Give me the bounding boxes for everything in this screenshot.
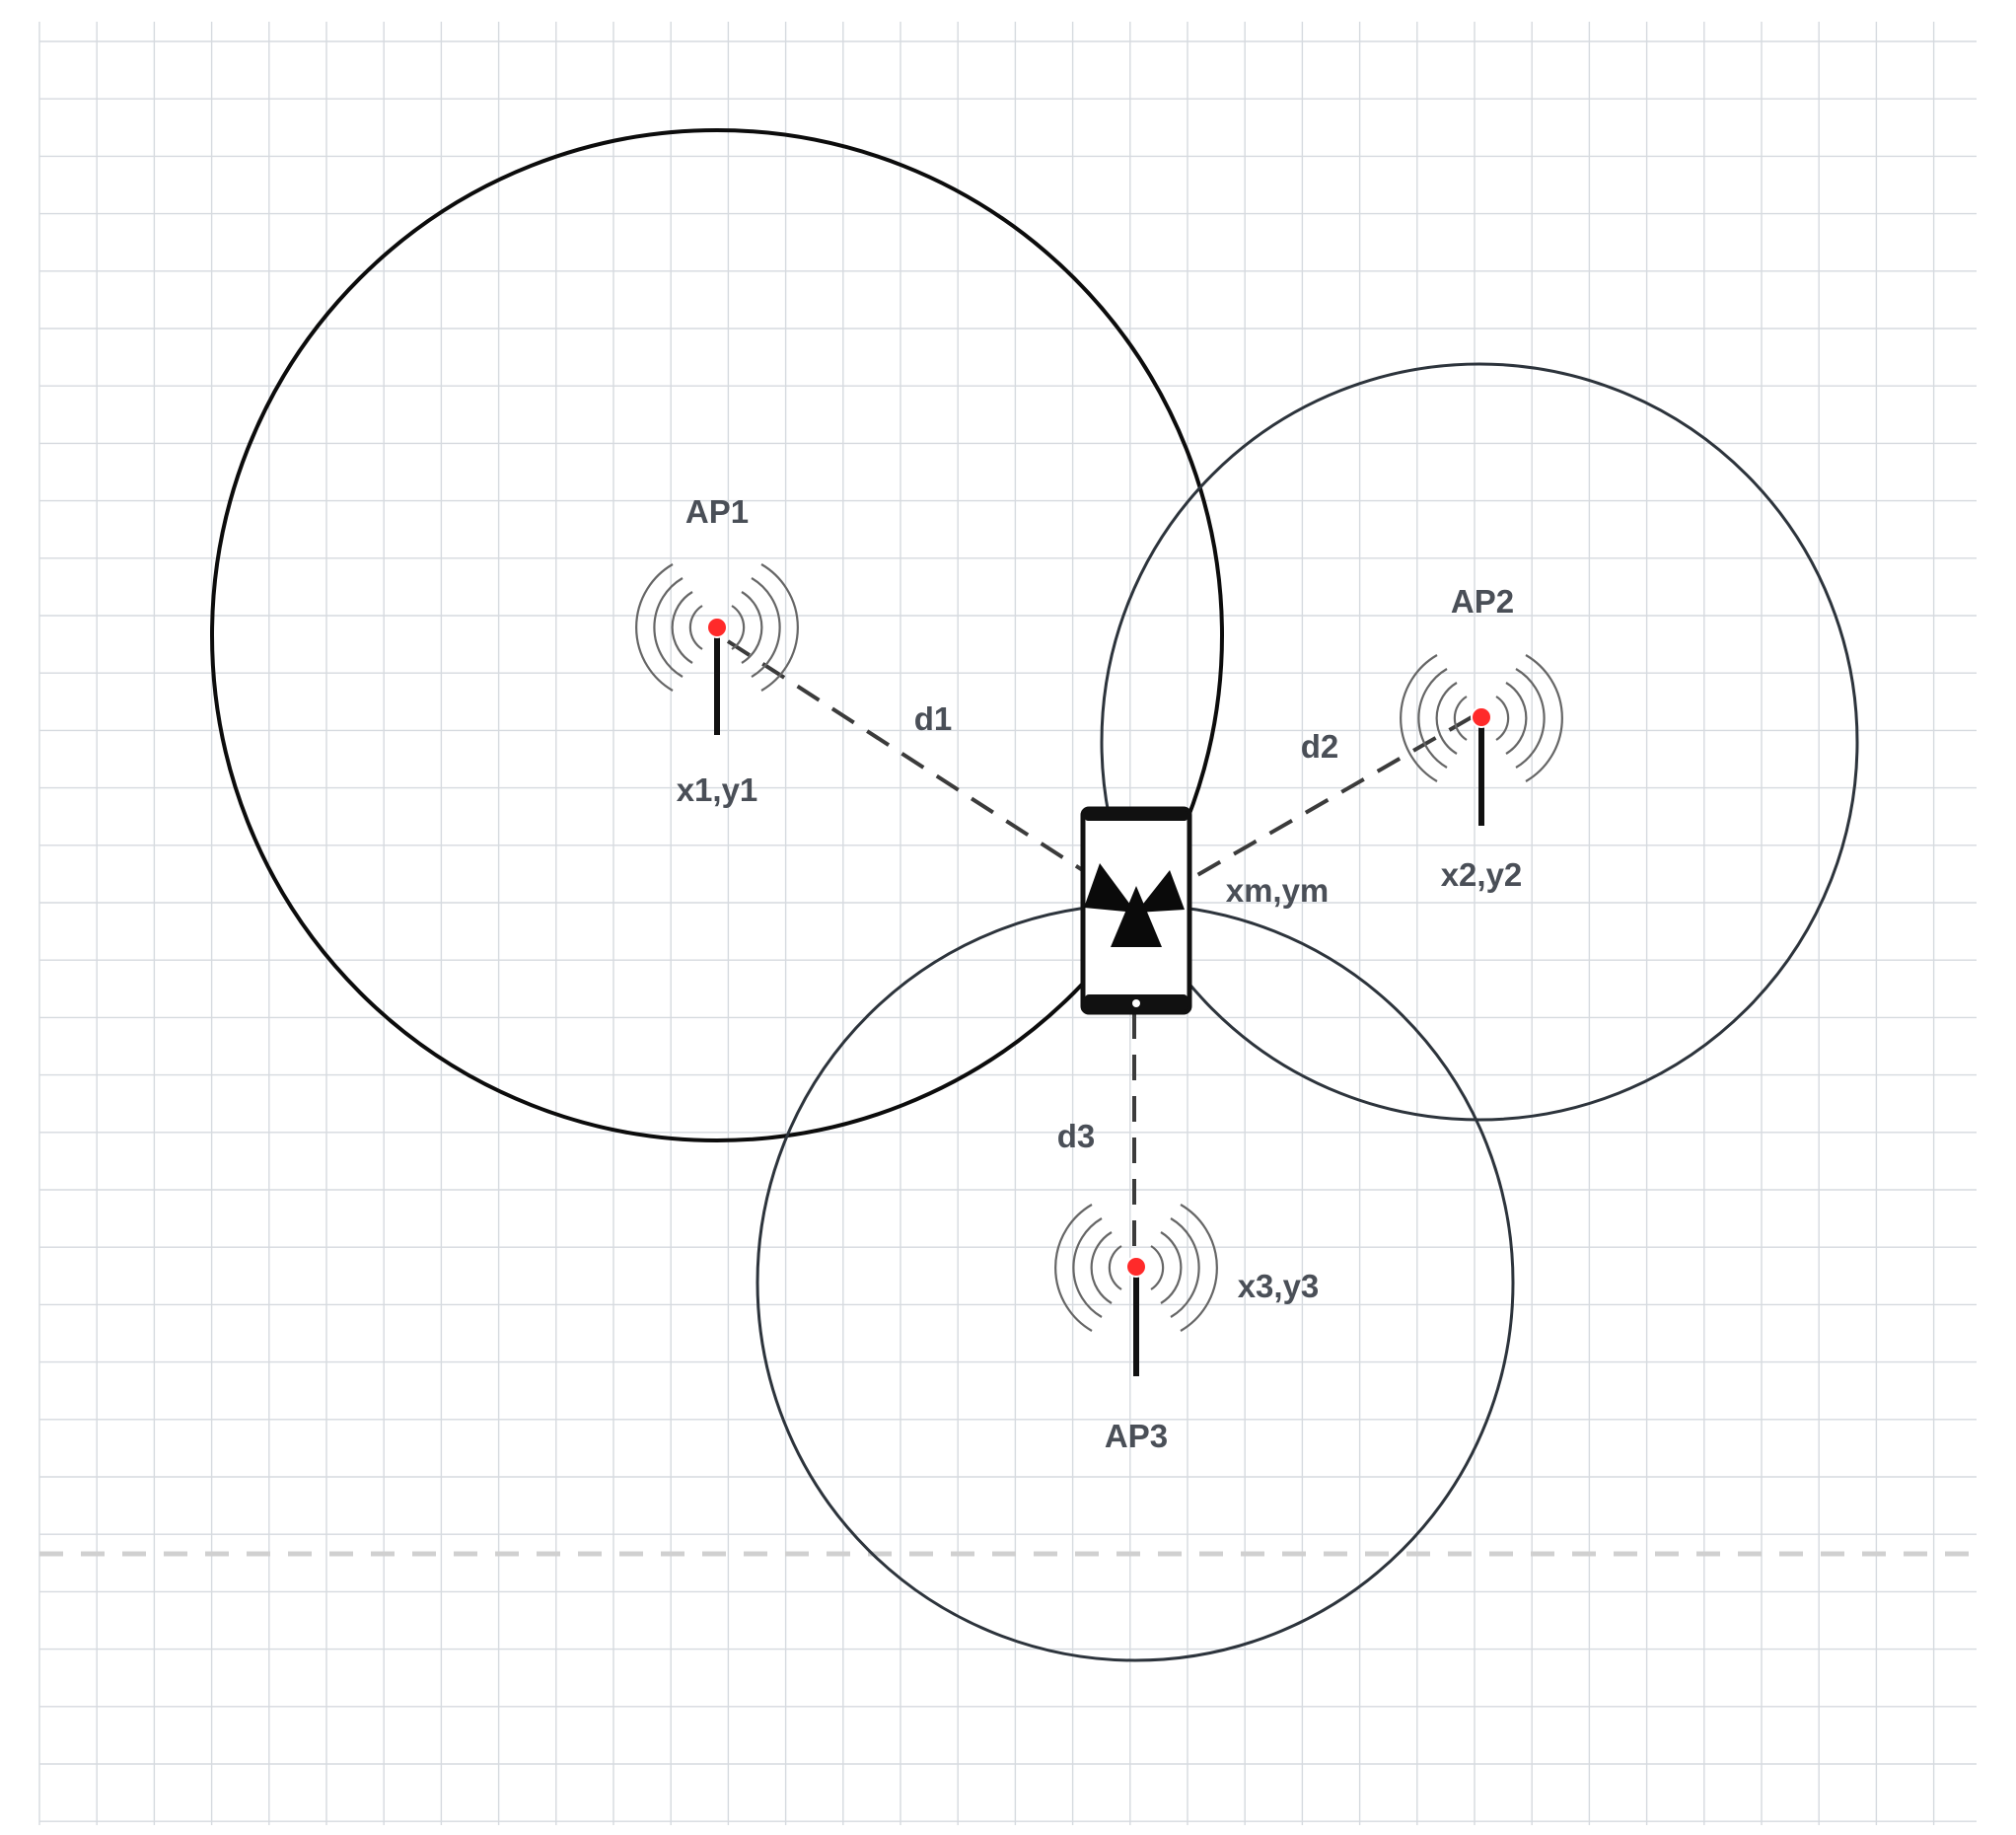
ap1-antenna-icon [635,563,799,735]
distance-label-d1: d1 [914,700,953,737]
ap1-label: AP1 [685,493,749,530]
ap1-coords-label: x1,y1 [677,771,758,808]
arrowhead-d1 [1084,863,1136,913]
ap2-label: AP2 [1451,583,1514,620]
mobile-coords-label: xm,ym [1226,872,1330,909]
distance-label-d2: d2 [1301,728,1339,765]
distance-label-d3: d3 [1057,1118,1096,1154]
ap3-antenna-icon [1054,1204,1218,1376]
distance-line-d2 [1183,715,1473,885]
ap2-coords-label: x2,y2 [1441,856,1523,893]
ap3-label: AP3 [1105,1418,1168,1454]
arrowhead-d2 [1136,870,1185,913]
arrowhead-d3 [1111,886,1162,947]
ap3-coords-label: x3,y3 [1238,1268,1320,1304]
ap2-antenna-icon [1400,654,1563,826]
distance-line-d1 [726,639,1097,880]
ap2-range-circle [1100,362,1859,1122]
ap1-range-circle [210,128,1224,1142]
background-grid [38,22,1977,1825]
